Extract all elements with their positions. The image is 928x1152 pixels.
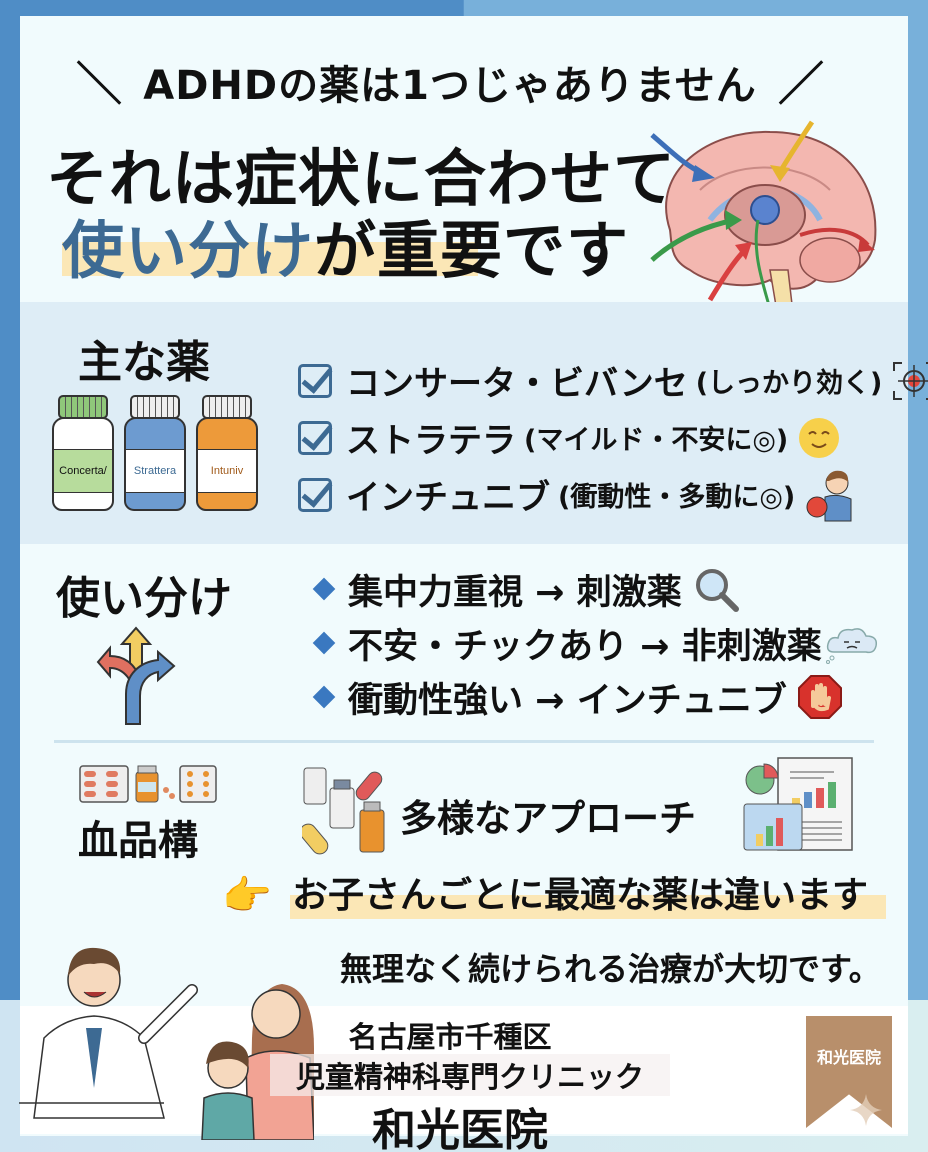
section-divider	[54, 740, 874, 743]
stop-hand-icon	[797, 674, 843, 720]
pointing-hand-icon: 👉	[222, 873, 272, 919]
child-note: お子さんごとに最適な薬は違います	[292, 875, 869, 916]
logo-sparkle-icon	[850, 1094, 882, 1126]
relieved-face-icon	[798, 417, 840, 459]
split-arrows-icon	[96, 626, 176, 725]
drug-item: インチュニブ (衝動性・多動に◎)	[298, 466, 928, 523]
checkbox-icon	[298, 363, 332, 398]
usage-item: 衝動性強い → インチュニブ	[308, 670, 880, 724]
drug-item: ストラテラ (マイルド・不安に◎)	[298, 409, 928, 466]
headline-line1: それは症状に合わせて	[46, 142, 677, 215]
brain-icon	[650, 120, 877, 330]
approach-side-label: 血品構	[78, 818, 198, 864]
headline-highlight	[62, 242, 478, 276]
slash-decoration	[778, 59, 824, 105]
child-note-highlight	[290, 895, 886, 919]
report-charts-icon	[743, 757, 853, 851]
diamond-bullet-icon	[312, 631, 336, 655]
concerta-bottle-icon: Concerta/	[52, 395, 114, 513]
headline-rest: が重要です	[314, 214, 630, 287]
logo-text: 和光医院	[816, 1048, 881, 1067]
magnifier-icon	[692, 565, 740, 613]
usage-list: 集中力重視 → 刺激薬 不安・チックあり → 非刺激薬 衝動性強い → インチュ…	[308, 562, 880, 724]
usage-item: 集中力重視 → 刺激薬	[308, 562, 880, 616]
medicine-assortment-icon	[302, 767, 385, 855]
strattera-bottle-icon: Strattera	[124, 395, 186, 513]
approach-title: 多様なアプローチ	[400, 797, 696, 840]
tagline-text: ADHDの薬は1つじゃありません	[143, 63, 757, 109]
checkbox-icon	[298, 420, 332, 455]
continue-note: 無理なく続けられる治療が大切です。	[340, 950, 881, 988]
target-icon	[892, 361, 928, 401]
backslash-decoration	[76, 59, 122, 105]
headline-keyword: 使い分け	[62, 214, 315, 287]
drug-checklist: コンサータ・ビバンセ (しっかり効く) ストラテラ (マイルド・不安に◎) イン…	[298, 352, 928, 523]
usage-item: 不安・チックあり → 非刺激薬	[308, 616, 880, 670]
diamond-bullet-icon	[312, 685, 336, 709]
medicine-bottles: Concerta/ Strattera Intuniv	[52, 395, 258, 513]
tagline: ADHDの薬は1つじゃありません	[40, 52, 860, 112]
clinic-location: 名古屋市千種区	[348, 1020, 552, 1054]
clinic-name: 和光医院	[372, 1105, 548, 1152]
pill-packs-icon	[79, 765, 217, 803]
boy-with-ball-icon	[805, 467, 857, 523]
intuniv-bottle-icon: Intuniv	[196, 395, 258, 513]
clinic-type: 児童精神科専門クリニック	[270, 1054, 670, 1096]
sad-cloud-icon	[824, 622, 880, 664]
drug-item: コンサータ・ビバンセ (しっかり効く)	[298, 352, 928, 409]
main-drugs-title: 主な薬	[78, 337, 210, 388]
diamond-bullet-icon	[312, 577, 336, 601]
usage-title: 使い分け	[56, 573, 232, 624]
checkbox-icon	[298, 477, 332, 512]
headline-line2: 使い分けが重要です	[62, 200, 629, 290]
